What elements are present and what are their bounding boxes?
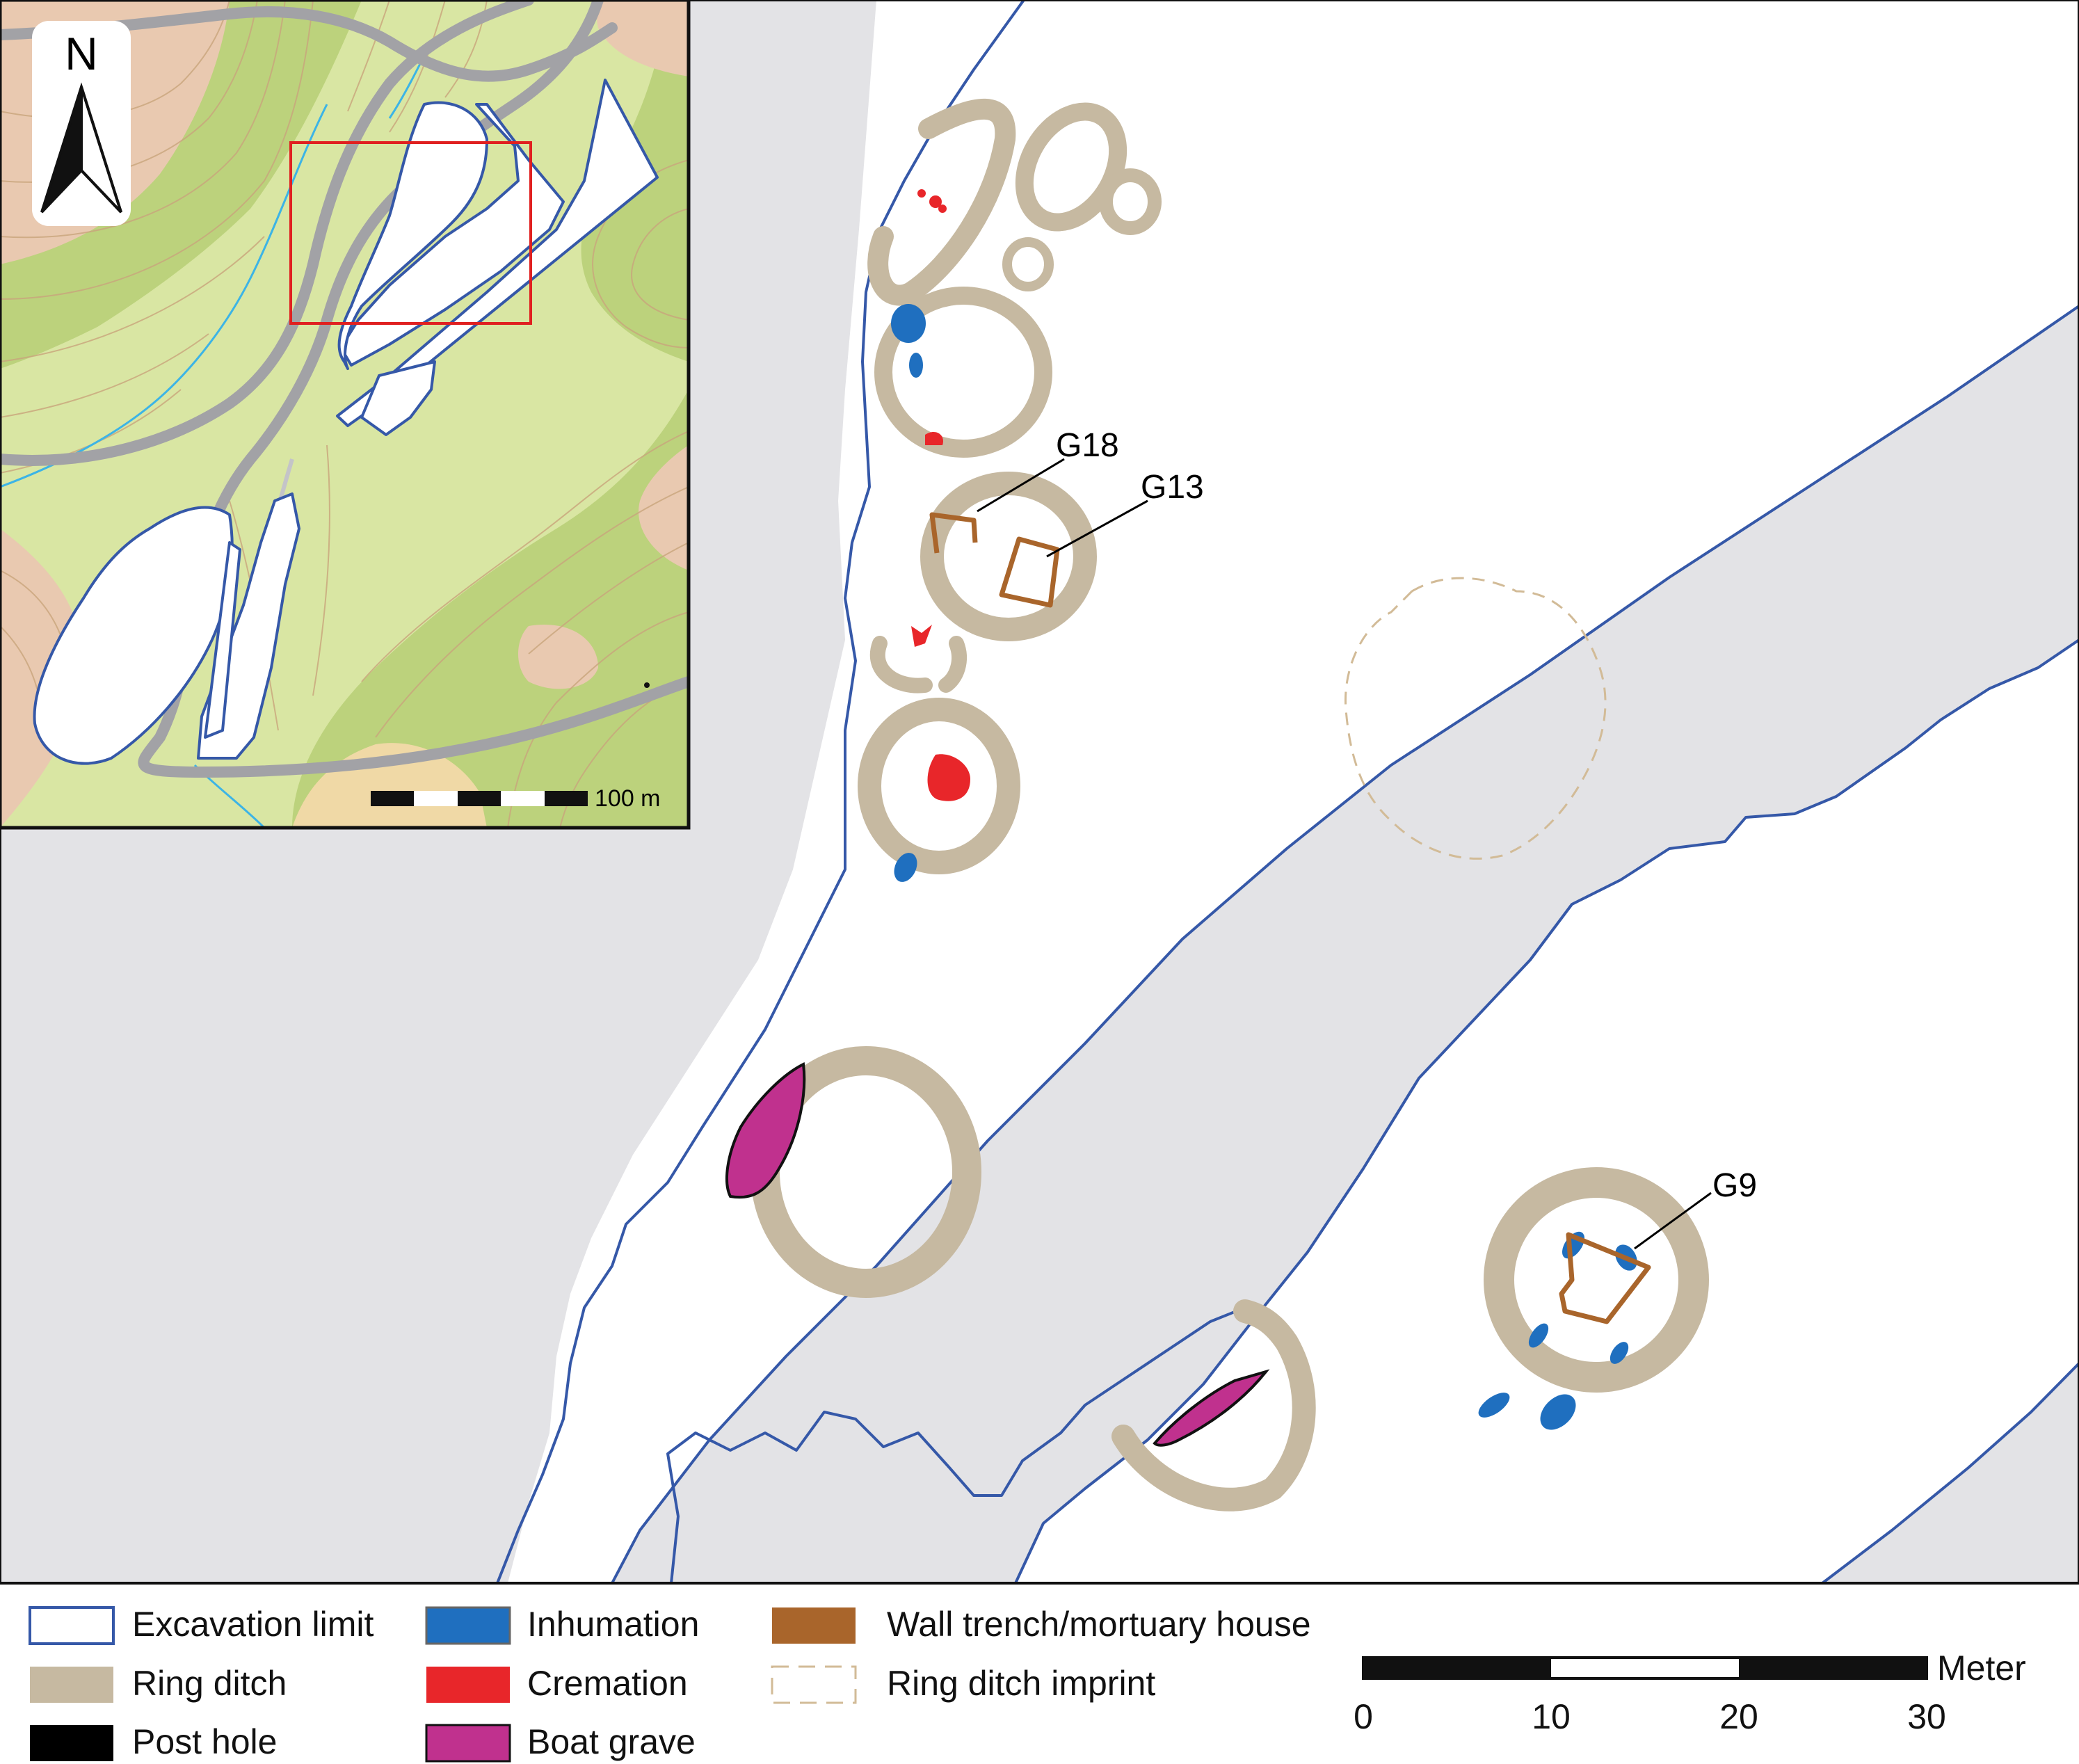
legend-label-post-hole: Post hole (132, 1722, 277, 1761)
inhumation (1610, 1342, 1629, 1364)
ring-ditch (1099, 168, 1162, 235)
ring-ditch (1484, 1167, 1709, 1393)
scale-bar-unit: Meter (1937, 1649, 2026, 1687)
legend-swatch-post-hole (30, 1725, 113, 1761)
cremation (938, 205, 947, 213)
cremation (929, 195, 942, 208)
grave-labels: G18 G13 G9 (977, 427, 1757, 1250)
legend-swatch-inhumation (425, 1606, 511, 1645)
grave-label-g13: G13 (1141, 469, 1204, 506)
legend: Excavation limit Ring ditch Post hole In… (29, 1605, 1311, 1763)
ring-ditch (874, 287, 1052, 458)
ring-ditch (938, 636, 967, 693)
scale-tick-0: 0 (1354, 1697, 1373, 1736)
north-arrow-icon: N (32, 21, 131, 226)
scale-tick-30: 30 (1907, 1697, 1946, 1736)
inhumation (1540, 1394, 1576, 1430)
cremation (925, 431, 943, 445)
ring-ditch (1002, 237, 1054, 291)
ring-ditch (1111, 1299, 1316, 1512)
legend-swatch-ring-ditch (30, 1667, 113, 1703)
inhumations (891, 304, 1637, 1430)
legend-swatch-cremation (426, 1667, 510, 1703)
inhumation (1562, 1231, 1584, 1259)
legend-swatch-wall-trench (772, 1607, 856, 1644)
grave-label-g9: G9 (1712, 1167, 1757, 1204)
legend-swatch-excavation-limit (29, 1606, 115, 1645)
inhumation (1478, 1393, 1510, 1418)
legend-label-boat-grave: Boat grave (527, 1722, 696, 1761)
inhumation (894, 853, 917, 882)
cremation (917, 189, 926, 198)
excavation-limit-southeast (1821, 1362, 2079, 1585)
ring-ditch (867, 98, 1016, 306)
north-label: N (65, 28, 98, 79)
outside-area (0, 0, 2079, 1583)
wall-trench-g18 (929, 512, 978, 554)
legend-label-excavation-limit: Excavation limit (132, 1605, 374, 1644)
legend-label-inhumation: Inhumation (527, 1605, 699, 1644)
legend-label-cremation: Cremation (527, 1664, 688, 1703)
ring-ditch (858, 698, 1020, 874)
wall-trench-g9 (1559, 1232, 1651, 1324)
scale-tick-10: 10 (1532, 1697, 1571, 1736)
boat-grave (1153, 1369, 1270, 1447)
ring-ditch-imprint (1344, 577, 1607, 860)
legend-label-ring-ditch: Ring ditch (132, 1664, 287, 1703)
wall-trenches (929, 512, 1651, 1324)
cremations (911, 189, 970, 801)
legend-swatch-ring-ditch-imprint (771, 1665, 857, 1704)
inhumation (1528, 1323, 1549, 1348)
excavation-limit-lower-west (666, 1306, 1246, 1584)
ring-ditches (750, 98, 1709, 1512)
scale-tick-20: 20 (1719, 1697, 1758, 1736)
legend-swatch-boat-grave (425, 1724, 511, 1763)
scale-bar: Meter 0 10 20 30 (1354, 1649, 2026, 1736)
cremation (911, 625, 932, 647)
inset-map: N 100 m (0, 0, 691, 830)
inset-extent-frame (289, 141, 532, 325)
excavation-limit-east (1014, 639, 2079, 1584)
ring-ditch (920, 472, 1097, 641)
legend-label-wall-trench: Wall trench/mortuary house (887, 1605, 1311, 1644)
inset-scale-bar: 100 m (371, 785, 661, 812)
cremation (927, 754, 970, 801)
inhumation (909, 353, 923, 378)
inhumation (891, 304, 926, 343)
grave-label-g18: G18 (1056, 427, 1119, 464)
excavation-limit-central (611, 305, 2079, 1584)
boat-graves (725, 1061, 1270, 1447)
legend-label-ring-ditch-imprint: Ring ditch imprint (887, 1664, 1155, 1703)
boat-grave (725, 1061, 806, 1199)
ring-ditch (869, 636, 933, 693)
inset-scale-label: 100 m (595, 785, 661, 812)
wall-trench-g13 (999, 536, 1060, 608)
